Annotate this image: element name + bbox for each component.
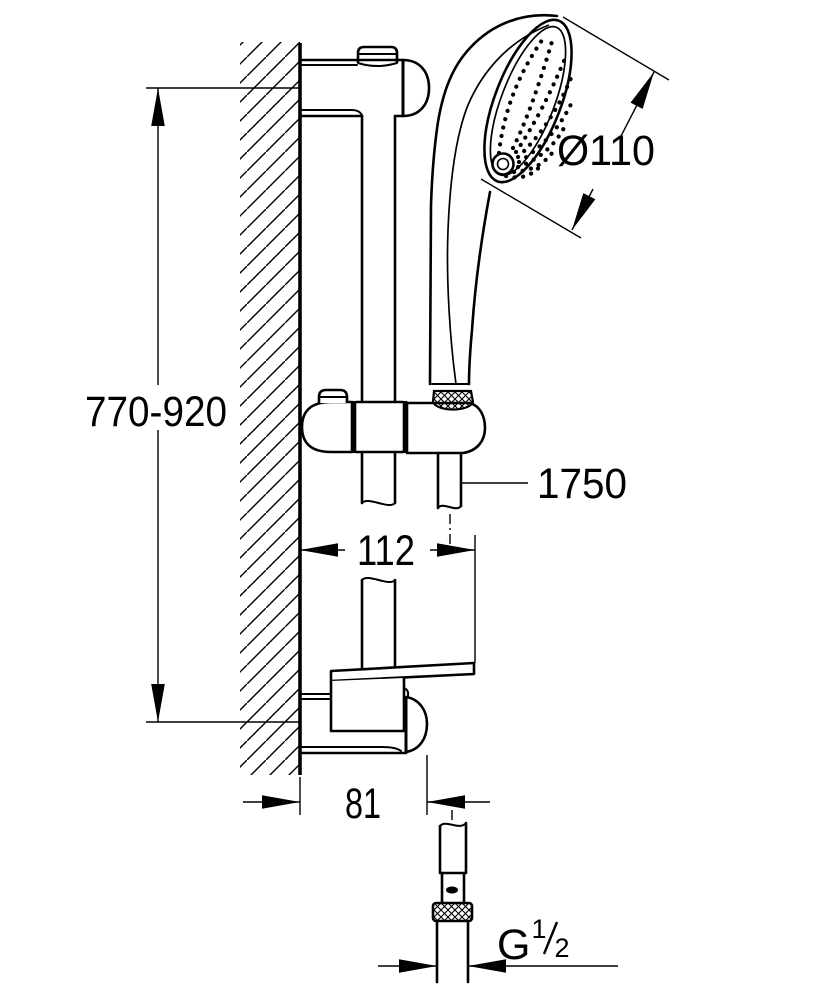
thread-label-g: G xyxy=(497,921,530,969)
bottom-bracket-arm-top xyxy=(299,693,332,700)
handle-knurled-cone xyxy=(431,389,475,411)
wall-section xyxy=(240,42,302,775)
dim-thread-size: G 1 2 xyxy=(378,914,618,973)
hand-shower xyxy=(428,14,575,392)
dim-offset-top: 112 xyxy=(300,527,476,663)
spray-face xyxy=(483,18,575,184)
bottom-bracket-arm-bottom xyxy=(299,746,402,752)
thread-tube xyxy=(435,919,470,984)
rail-break-upper xyxy=(361,500,396,506)
hose-break-top xyxy=(437,504,462,510)
dish-body xyxy=(329,678,406,733)
knurled-nut xyxy=(431,901,474,923)
holder-right-lobe xyxy=(405,401,487,455)
top-offset-label: 112 xyxy=(357,527,415,575)
top-bracket-arm xyxy=(298,58,405,118)
slider-holder xyxy=(300,388,487,455)
thread-label-denominator: 2 xyxy=(554,933,569,963)
rail-height-label: 770-920 xyxy=(85,388,227,436)
hose-length-label: 1750 xyxy=(537,460,627,508)
bottom-bracket-cap xyxy=(404,695,429,754)
shower-hose-upper xyxy=(436,451,463,548)
top-bracket-cap xyxy=(401,58,431,118)
thread-fraction-slash xyxy=(542,921,559,955)
soap-dish-rim xyxy=(329,661,476,683)
bottom-offset-label: 81 xyxy=(345,780,381,828)
soap-dish-bracket xyxy=(298,661,476,755)
holder-left-capsule xyxy=(300,400,354,454)
rail-break-lower xyxy=(361,577,396,583)
fitting-collar xyxy=(440,871,466,905)
head-diameter-label: Ø110 xyxy=(557,127,655,175)
dim-rail-height: 770-920 xyxy=(85,87,300,723)
top-wall-bracket xyxy=(298,45,431,118)
fitting-detent xyxy=(446,886,458,894)
hose-break-bottom xyxy=(439,822,467,827)
shower-rail xyxy=(360,114,397,674)
dim-head-diameter: Ø110 xyxy=(480,16,670,239)
dim-hose-length: 1750 xyxy=(462,460,627,508)
wall-hatch xyxy=(240,42,300,775)
hose-end-fitting xyxy=(431,810,474,984)
spray-nozzle-dots xyxy=(510,35,556,151)
thread-label-numerator: 1 xyxy=(531,914,546,944)
dim-offset-bottom: 81 xyxy=(243,755,490,828)
